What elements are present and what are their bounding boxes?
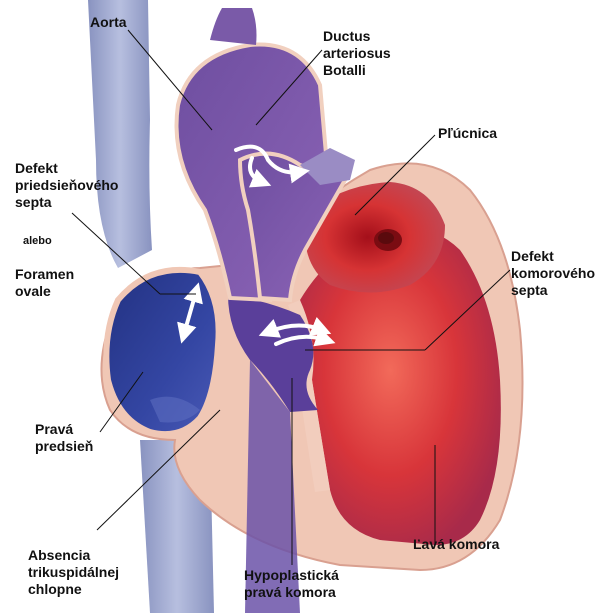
label-absencia-line1: Absencia [28, 547, 91, 563]
label-foramen-line2: ovale [15, 283, 51, 299]
label-absencia-line2: trikuspidálnej [28, 564, 120, 580]
label-absencia: Absencia trikuspidálnej chlopne [28, 547, 119, 598]
label-hypo-line2: pravá komora [244, 584, 336, 600]
label-asd-line3: septa [15, 194, 52, 210]
label-prava-predsien-line2: predsieň [35, 438, 94, 454]
label-aorta: Aorta [90, 14, 127, 30]
label-vsd-line1: Defekt [511, 248, 554, 264]
label-vsd-line2: komorového [511, 265, 596, 281]
label-foramen-ovale: Foramen ovale [15, 266, 74, 300]
label-asd: Defekt priedsieňového septa [15, 160, 118, 211]
label-asd-line1: Defekt [15, 160, 58, 176]
label-vsd-line3: septa [511, 282, 548, 298]
label-alebo: alebo [23, 235, 52, 247]
label-ductus-line1: Ductus [323, 28, 371, 44]
label-ductus-arteriosus: Ductus arteriosus Botalli [323, 28, 391, 79]
label-foramen-line1: Foramen [15, 266, 75, 282]
label-hypoplasticka: Hypoplastická pravá komora [244, 567, 339, 601]
label-prava-predsien: Pravá predsieň [35, 421, 93, 455]
label-hypo-line1: Hypoplastická [244, 567, 339, 583]
label-asd-line2: priedsieňového [15, 177, 119, 193]
leader-lines [71, 29, 511, 565]
label-ductus-line2: arteriosus [323, 45, 391, 61]
flow-arrows [177, 144, 336, 347]
label-vsd: Defekt komorového septa [511, 248, 595, 299]
right-ventricle-lower [245, 360, 300, 613]
label-plucnica: Pľúcnica [438, 125, 498, 141]
label-prava-predsien-line1: Pravá [35, 421, 74, 437]
label-absencia-line3: chlopne [28, 581, 82, 597]
aortic-arch-branch [210, 8, 257, 45]
left-ventricle [300, 227, 501, 545]
pulmonary-trunk [237, 151, 348, 303]
label-ductus-line3: Botalli [323, 62, 366, 78]
ductus-arteriosus [300, 148, 355, 185]
label-lava-komora: Ľavá komora [413, 536, 500, 552]
left-atrium [304, 182, 445, 293]
